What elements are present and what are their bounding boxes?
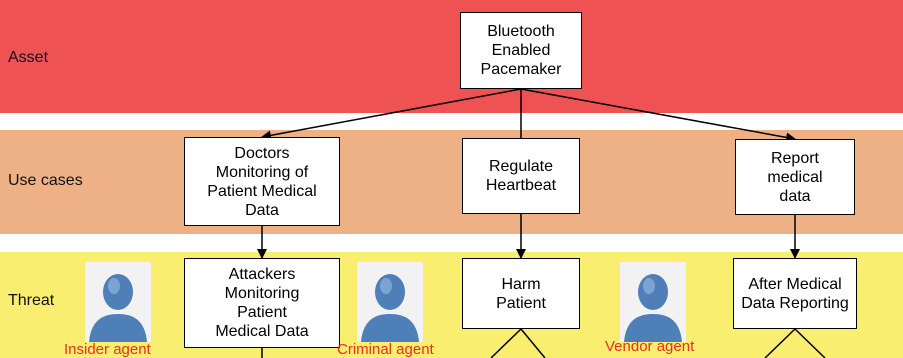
asset-band: [0, 0, 903, 113]
pacemaker-node: Bluetooth Enabled Pacemaker: [460, 12, 582, 89]
criminal-agent-person-icon: [357, 262, 423, 342]
regulate-heartbeat-node: Regulate Heartbeat: [462, 138, 580, 214]
report-medical-data-node: Report medical data: [735, 139, 855, 215]
vendor-agent-label: Vendor agent: [605, 338, 695, 355]
insider-agent-person-icon: [85, 262, 151, 342]
edge-after-left: [764, 328, 796, 358]
attackers-monitoring-node: Attackers Monitoring Patient Medical Dat…: [184, 258, 340, 348]
asset-band-label: Asset: [8, 49, 49, 66]
doctors-monitoring-node: Doctors Monitoring of Patient Medical Da…: [184, 137, 340, 226]
insider-agent-label: Insider agent: [64, 341, 151, 358]
harm-patient-node: Harm Patient: [462, 258, 580, 329]
threat-band-label: Threat: [8, 292, 55, 309]
after-medical-reporting-node: After Medical Data Reporting: [733, 258, 857, 329]
edge-pacemaker-report: [520, 88, 796, 143]
use-cases-band-label: Use cases: [8, 172, 83, 189]
edge-pacemaker-doctors: [261, 88, 522, 141]
edge-harm-right: [520, 328, 546, 358]
edge-after-right: [794, 328, 826, 358]
edge-harm-left: [490, 328, 522, 358]
criminal-agent-label: Criminal agent: [337, 341, 434, 358]
vendor-agent-person-icon: [620, 262, 686, 342]
